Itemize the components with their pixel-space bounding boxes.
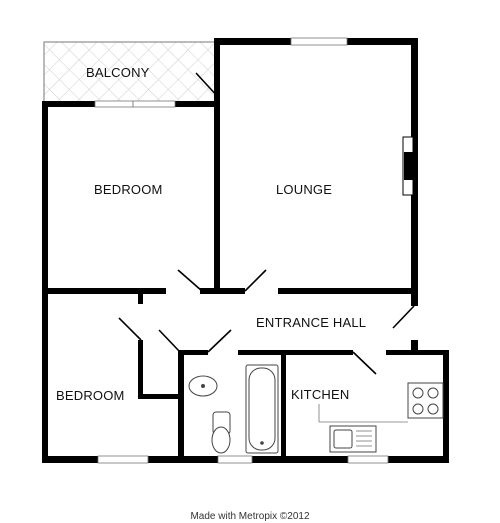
fireplace-icon [402,136,414,196]
kitchen-fixtures [318,382,444,453]
windows [94,37,389,464]
room-label-balcony: BALCONY [86,65,150,80]
room-label-entrance-hall: ENTRANCE HALL [256,315,366,330]
room-label-lounge: LOUNGE [276,182,332,197]
door-swings [118,72,415,375]
room-label-bedroom-main: BEDROOM [94,182,163,197]
balcony-area [43,41,217,103]
bathroom-fixtures [188,364,279,454]
walls [42,38,449,463]
footer-credit: Made with Metropix ©2012 [190,511,310,522]
room-label-bedroom-small: BEDROOM [56,388,125,403]
room-label-kitchen: KITCHEN [291,387,349,402]
